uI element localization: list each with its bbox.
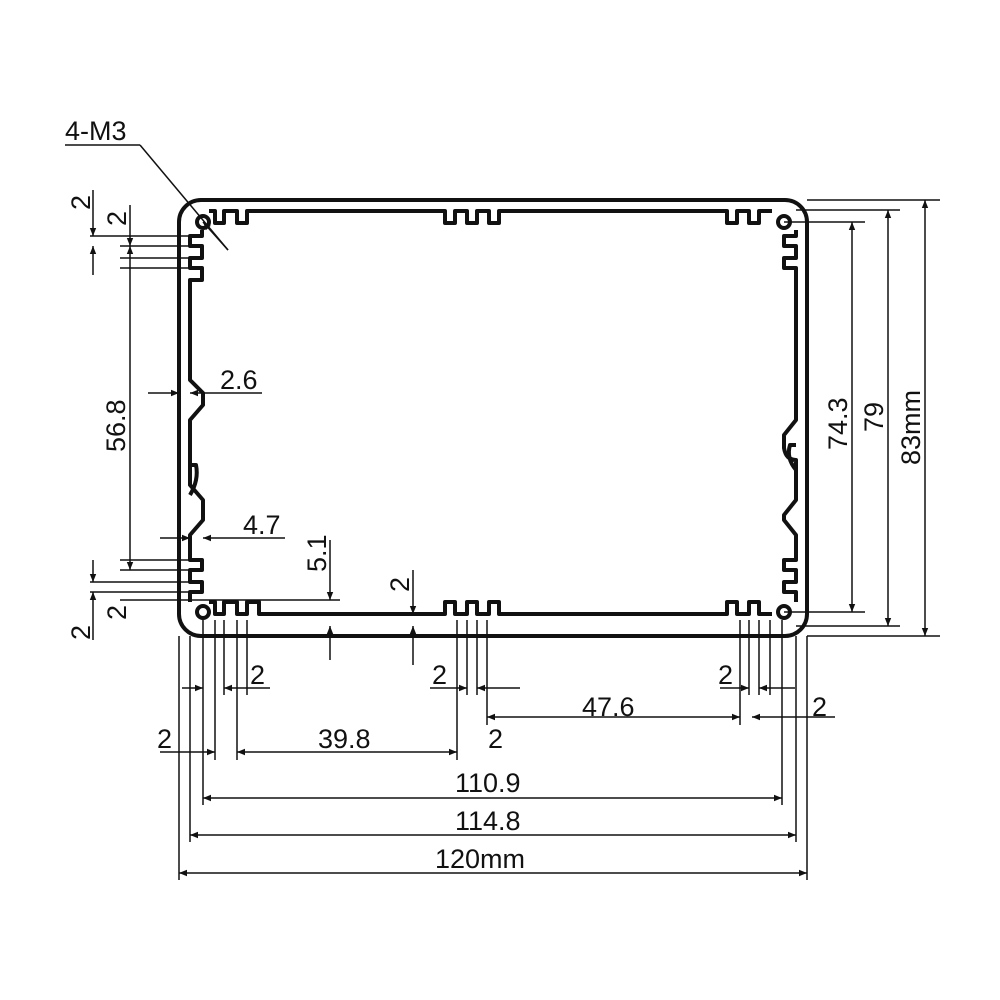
dim-2-h: 2	[66, 195, 96, 210]
screw-hole-bl	[195, 604, 211, 620]
span-47-label: 47.6	[582, 692, 635, 722]
height-83-label: 83mm	[896, 390, 926, 465]
inner-profile	[188, 209, 798, 616]
span-39-label: 39.8	[318, 724, 371, 754]
dim-2-k: 2	[102, 605, 132, 620]
width-120-label: 120mm	[435, 844, 525, 874]
hole-callout-label: 4-M3	[65, 116, 127, 146]
dim-2-a: 2	[157, 724, 172, 754]
dim-2-j: 2	[66, 625, 96, 640]
height-74-label: 74.3	[823, 397, 853, 450]
dim-2-f: 2	[812, 692, 827, 722]
extension-lines	[90, 199, 940, 880]
dim-2-i: 2	[102, 211, 132, 226]
dim-2-b: 2	[488, 724, 503, 754]
dim-2-e: 2	[718, 660, 733, 690]
outer-profile	[177, 198, 809, 638]
dim-2-c: 2	[250, 660, 265, 690]
offset-4-7-label: 4.7	[243, 510, 281, 540]
wall-2-6-label: 2.6	[220, 365, 258, 395]
dimension-lines	[65, 144, 929, 877]
width-110-label: 110.9	[455, 768, 521, 798]
offset-5-1-label: 5.1	[302, 534, 332, 572]
left-56-label: 56.8	[101, 399, 131, 452]
clip-left	[188, 463, 199, 497]
clip-right	[786, 443, 798, 472]
dim-2-g: 2	[385, 577, 415, 592]
width-114-label: 114.8	[455, 806, 521, 836]
height-79-label: 79	[859, 402, 889, 432]
dim-2-d: 2	[432, 660, 447, 690]
